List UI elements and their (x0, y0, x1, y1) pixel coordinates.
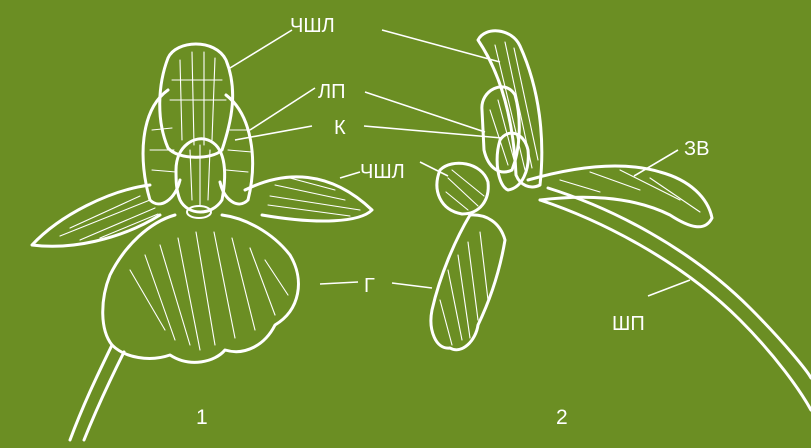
label-sepal-side: ЧШЛ (360, 161, 405, 183)
label-petal-side: ЛП (318, 81, 346, 103)
label-sepal-top: ЧШЛ (290, 15, 335, 37)
label-spur: ЗВ (684, 138, 709, 160)
label-stalk: ШП (612, 313, 645, 335)
figure-number-front: 1 (196, 406, 208, 429)
label-lip: Г (364, 275, 375, 297)
figure-number-side: 2 (556, 406, 568, 429)
label-column: К (334, 117, 346, 139)
